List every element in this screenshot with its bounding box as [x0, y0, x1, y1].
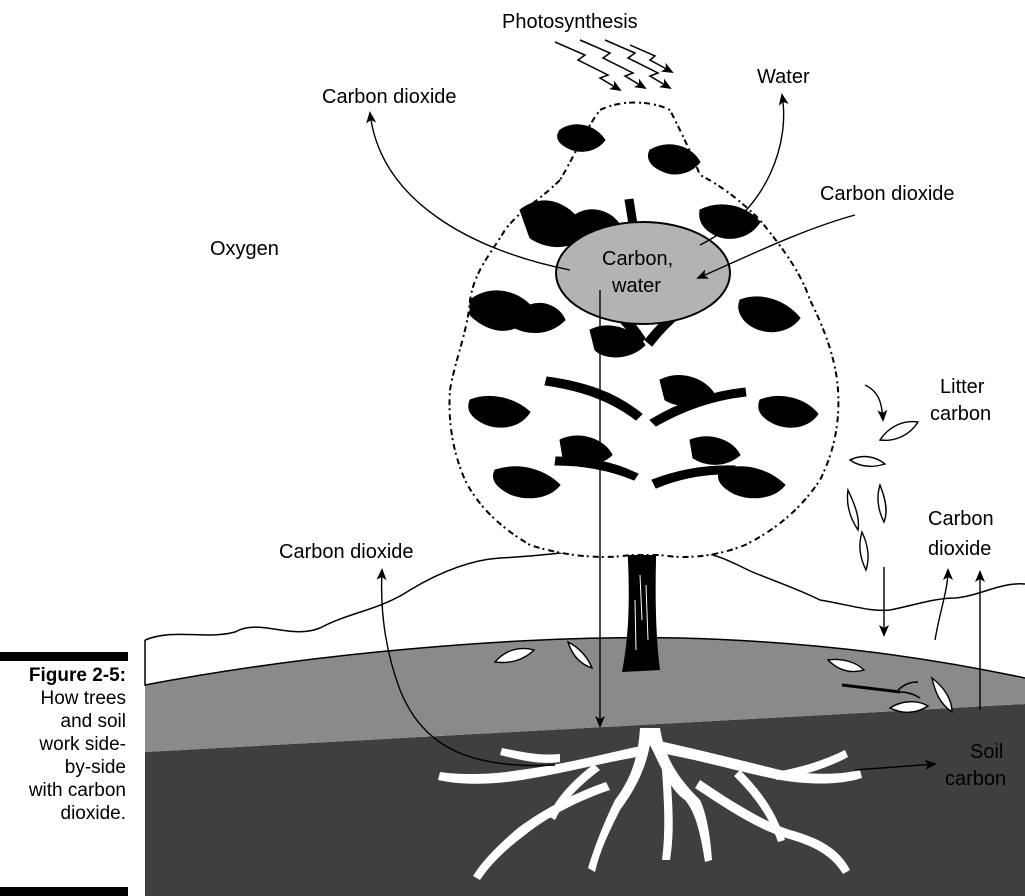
arrow-litter-falling: [865, 385, 883, 420]
carbon-water-pool: [556, 222, 730, 324]
label-carbon-dioxide-right: Carbon dioxide: [820, 183, 955, 205]
label-carbon-water-line2: water: [611, 275, 661, 297]
label-soil-carbon-line2: carbon: [945, 768, 1006, 790]
label-water: Water: [757, 66, 810, 88]
arrow-soil-co2-curl: [935, 570, 948, 640]
label-carbon-dioxide-lower-left: Carbon dioxide: [279, 541, 414, 563]
background-hills-outline: [145, 543, 1025, 640]
label-carbon-water-line1: Carbon,: [602, 248, 673, 270]
label-carbon-dioxide-top-left: Carbon dioxide: [322, 86, 457, 108]
label-oxygen: Oxygen: [210, 238, 279, 260]
label-photosynthesis: Photosynthesis: [502, 11, 638, 33]
label-litter-carbon-line1: Litter: [940, 376, 985, 398]
label-litter-carbon-line2: carbon: [930, 403, 991, 425]
label-carbon-dioxide-lower-right-line1: Carbon: [928, 508, 994, 530]
label-soil-carbon-line1: Soil: [970, 741, 1003, 763]
label-carbon-dioxide-lower-right-line2: dioxide: [928, 538, 991, 560]
sunlight-rays: [555, 40, 672, 90]
tree-canopy: [450, 103, 839, 557]
